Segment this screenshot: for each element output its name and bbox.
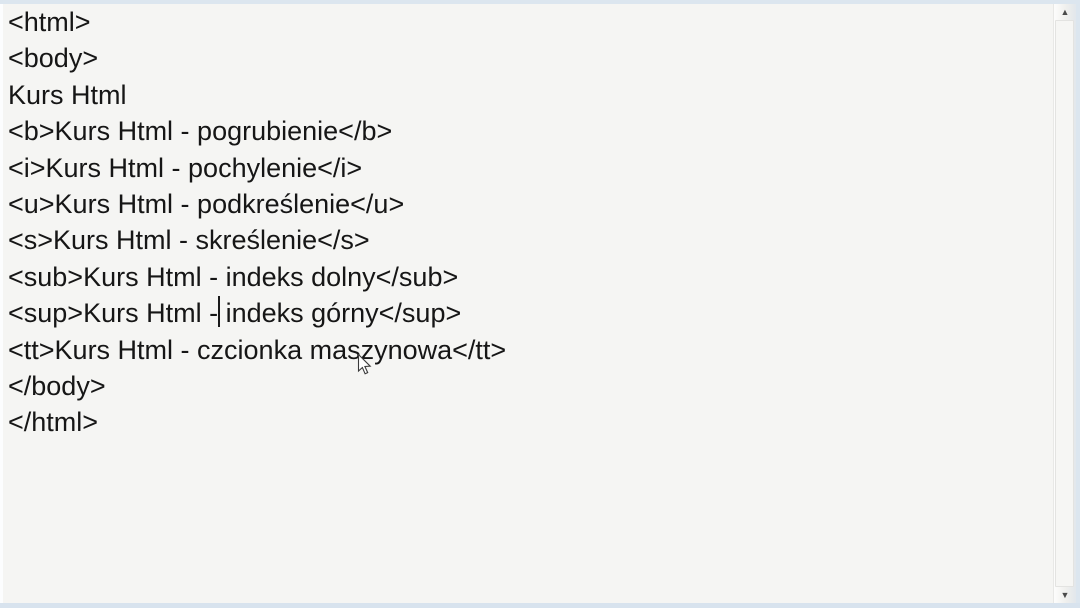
code-line: <b>Kurs Html - pogrubienie</b> (8, 116, 393, 147)
scroll-down-arrow-icon: ▼ (1060, 590, 1070, 600)
code-line: <tt>Kurs Html - czcionka maszynowa</tt> (8, 334, 507, 365)
code-line: <sub>Kurs Html - indeks dolny</sub> (8, 261, 459, 292)
code-line: <u>Kurs Html - podkreślenie</u> (8, 189, 405, 220)
scrollbar-thumb[interactable] (1055, 20, 1074, 587)
scroll-up-button[interactable]: ▲ (1054, 4, 1076, 20)
code-line: <i>Kurs Html - pochylenie</i> (8, 152, 363, 183)
code-line: <sup>Kurs Html - indeks górny</sup> (8, 298, 462, 329)
code-line: Kurs Html (8, 79, 127, 110)
code-line: <html> (8, 7, 91, 37)
text-caret (218, 296, 220, 327)
window-frame-top (0, 0, 1080, 4)
code-line: </body> (8, 371, 106, 402)
window-frame-left (0, 4, 3, 603)
window-frame-right (1076, 4, 1080, 603)
vertical-scrollbar[interactable]: ▲ ▼ (1053, 4, 1076, 603)
text-editor-area[interactable]: <html> <body> Kurs Html <b>Kurs Html - p… (3, 4, 1052, 603)
code-line: </html> (8, 407, 99, 438)
scroll-down-button[interactable]: ▼ (1054, 587, 1076, 603)
code-line: <s>Kurs Html - skreślenie</s> (8, 225, 370, 256)
window-frame-bottom (0, 603, 1080, 608)
scroll-up-arrow-icon: ▲ (1060, 7, 1070, 17)
code-line: <body> (8, 43, 99, 74)
